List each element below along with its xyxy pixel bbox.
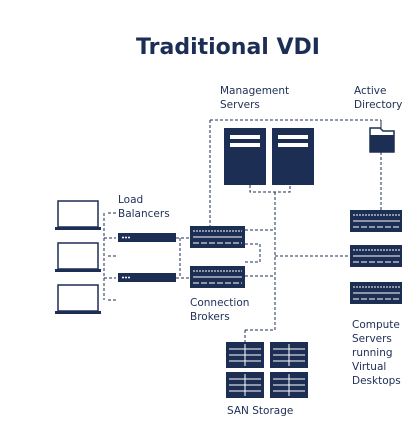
storage-array-2	[270, 342, 308, 368]
laptop-3	[55, 284, 101, 314]
management-server-2	[272, 128, 314, 185]
folder-icon	[370, 135, 394, 152]
compute-server-2	[350, 245, 402, 267]
load-balancer-2	[118, 273, 176, 282]
active-directory-label: Active Directory	[354, 85, 402, 111]
san-storage-label: SAN Storage	[227, 405, 293, 417]
compute-label-line-2: Servers	[352, 333, 392, 345]
compute-server-3	[350, 282, 402, 304]
active-directory-label-line-2: Directory	[354, 99, 402, 111]
compute-label-line-3: running	[352, 347, 393, 359]
connection-brokers-label-line-1: Connection	[190, 297, 249, 309]
laptop-icon	[57, 200, 99, 228]
diagram-title: Traditional VDI	[136, 35, 320, 60]
connection-broker-2	[190, 266, 245, 288]
broker-link	[245, 243, 261, 263]
storage-array-1	[226, 342, 264, 368]
laptop-icon	[57, 284, 99, 312]
load-balancer-icon	[118, 233, 176, 242]
load-balancers-label-line-1: Load	[118, 194, 143, 206]
management-label-line-1: Management	[220, 85, 289, 97]
load-balancer-icon	[118, 273, 176, 282]
compute-label-line-1: Compute	[352, 319, 400, 331]
compute-label-line-4: Virtual	[352, 361, 386, 373]
compute-servers-label: Compute Servers running Virtual Desktops	[352, 319, 401, 387]
storage-array-4	[270, 372, 308, 398]
laptop-2	[55, 242, 101, 272]
connection-brokers-label-line-2: Brokers	[190, 311, 230, 323]
connection-broker-1	[190, 226, 245, 248]
laptop-base	[55, 311, 101, 314]
load-balancer-1	[118, 233, 176, 242]
compute-servers	[350, 210, 402, 304]
management-server-1	[224, 128, 266, 185]
laptop-icon	[57, 242, 99, 270]
compute-server-1	[350, 210, 402, 232]
mgmt-servers-link	[249, 185, 291, 193]
load-balancers-label-line-2: Balancers	[118, 208, 170, 220]
load-balancers-label: Load Balancers	[118, 194, 170, 220]
laptop-base	[55, 269, 101, 272]
laptop-base	[55, 227, 101, 230]
active-directory-label-line-1: Active	[354, 85, 386, 97]
management-label-line-2: Servers	[220, 99, 260, 111]
laptop-1	[55, 200, 101, 230]
connection-brokers-label: Connection Brokers	[190, 297, 249, 323]
active-directory	[369, 127, 395, 153]
storage-array-3	[226, 372, 264, 398]
san-storage	[226, 342, 308, 398]
compute-label-line-5: Desktops	[352, 375, 401, 387]
connection-lines	[103, 119, 382, 342]
management-servers-label: Management Servers	[220, 85, 289, 111]
